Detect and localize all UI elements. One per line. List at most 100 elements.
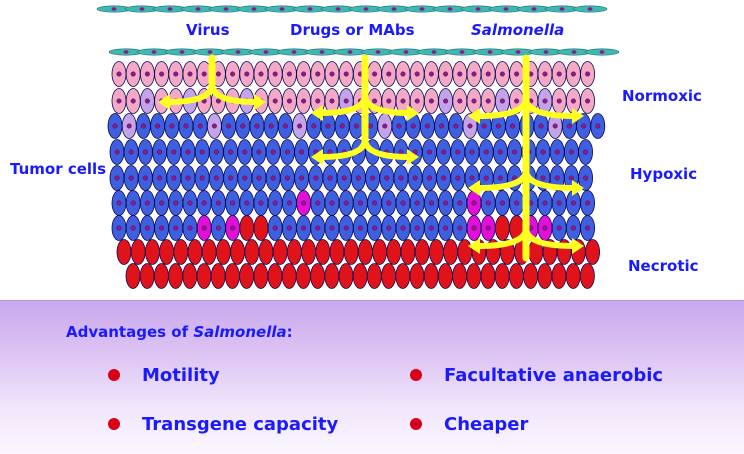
cell-nucleus xyxy=(116,98,122,104)
cell-nucleus xyxy=(485,225,491,231)
penetration-arrows xyxy=(158,54,584,262)
cell-nucleus xyxy=(343,225,349,231)
cell-nucleus xyxy=(514,200,520,206)
tumor-cell xyxy=(130,239,146,265)
cell-nucleus xyxy=(469,149,475,155)
cell-nucleus xyxy=(412,175,418,181)
cell-nucleus xyxy=(386,71,392,77)
tumor-diagram xyxy=(96,5,620,289)
cell-nucleus xyxy=(595,123,601,129)
cell-nucleus xyxy=(272,98,278,104)
cell-nucleus xyxy=(357,225,363,231)
tumor-cell xyxy=(423,263,439,289)
cell-nucleus xyxy=(199,149,205,155)
tumor-cell xyxy=(357,239,373,265)
tumor-cell xyxy=(139,263,155,289)
cell-nucleus xyxy=(327,175,333,181)
cell-nucleus xyxy=(503,7,509,11)
cell-nucleus xyxy=(556,225,562,231)
tumor-cell xyxy=(585,239,600,265)
tumor-cell xyxy=(509,263,524,289)
cell-nucleus xyxy=(355,175,361,181)
cell-nucleus xyxy=(335,7,341,11)
cell-nucleus xyxy=(386,225,392,231)
cell-nucleus xyxy=(410,123,416,129)
cell-nucleus xyxy=(414,200,420,206)
cell-nucleus xyxy=(414,225,420,231)
tumor-cell xyxy=(324,263,340,289)
cell-nucleus xyxy=(286,225,292,231)
cell-nucleus xyxy=(116,200,122,206)
cell-nucleus xyxy=(211,123,217,129)
cell-nucleus xyxy=(343,98,349,104)
cell-nucleus xyxy=(114,149,120,155)
cell-nucleus xyxy=(315,98,321,104)
cell-nucleus xyxy=(368,123,374,129)
tumor-cell xyxy=(466,263,482,289)
tumor-cell xyxy=(196,263,212,289)
tumor-cell xyxy=(494,215,510,241)
label-drugs-or-mabs: Drugs or MAbs xyxy=(290,21,415,39)
cell-nucleus xyxy=(173,225,179,231)
cell-nucleus xyxy=(155,123,161,129)
cell-nucleus xyxy=(485,200,491,206)
tumor-cell xyxy=(281,263,297,289)
cell-nucleus xyxy=(215,225,221,231)
cell-nucleus xyxy=(215,98,221,104)
cell-nucleus xyxy=(272,225,278,231)
arrow-branch-right xyxy=(523,167,577,191)
cell-nucleus xyxy=(571,50,577,54)
tumor-cell xyxy=(187,239,203,265)
cell-nucleus xyxy=(497,149,503,155)
cell-nucleus xyxy=(215,200,221,206)
label-tumor-cells: Tumor cells xyxy=(10,160,107,178)
tumor-cell xyxy=(168,263,184,289)
cell-nucleus xyxy=(195,7,201,11)
cell-nucleus xyxy=(185,175,191,181)
cell-nucleus xyxy=(272,200,278,206)
advantage-motility: Motility xyxy=(108,363,220,387)
tumor-cell xyxy=(244,239,260,265)
tumor-cell xyxy=(125,263,141,289)
cell-nucleus xyxy=(370,175,376,181)
cell-nucleus xyxy=(542,98,548,104)
cell-nucleus xyxy=(428,98,434,104)
arrow-head-right xyxy=(407,105,419,121)
tumor-cell xyxy=(215,239,231,265)
cell-nucleus xyxy=(583,175,589,181)
tumor-cell xyxy=(182,263,198,289)
cell-nucleus xyxy=(441,149,447,155)
tumor-cell xyxy=(201,239,217,265)
cell-nucleus xyxy=(343,71,349,77)
label-hypoxic: Hypoxic xyxy=(630,165,698,183)
cell-nucleus xyxy=(140,123,146,129)
cell-nucleus xyxy=(242,175,248,181)
cell-nucleus xyxy=(471,71,477,77)
tumor-cell xyxy=(338,263,354,289)
cell-nucleus xyxy=(459,50,465,54)
cell-nucleus xyxy=(471,225,477,231)
arrow-branch-right xyxy=(362,136,412,160)
tumor-cell xyxy=(551,263,567,289)
cell-nucleus xyxy=(439,123,445,129)
cell-nucleus xyxy=(325,123,331,129)
tumor-cell xyxy=(343,239,359,265)
cell-nucleus xyxy=(568,175,574,181)
cell-nucleus xyxy=(256,149,262,155)
cell-nucleus xyxy=(301,71,307,77)
cell-nucleus xyxy=(263,50,269,54)
cell-nucleus xyxy=(126,123,132,129)
cell-nucleus xyxy=(244,200,250,206)
cell-nucleus xyxy=(230,200,236,206)
cell-nucleus xyxy=(485,98,491,104)
cell-nucleus xyxy=(581,123,587,129)
cell-nucleus xyxy=(213,149,219,155)
cell-nucleus xyxy=(114,175,120,181)
cell-nucleus xyxy=(228,175,234,181)
cell-nucleus xyxy=(552,123,558,129)
cell-nucleus xyxy=(297,123,303,129)
cell-nucleus xyxy=(187,71,193,77)
cell-nucleus xyxy=(391,7,397,11)
tumor-cell xyxy=(310,263,326,289)
cell-nucleus xyxy=(128,175,134,181)
